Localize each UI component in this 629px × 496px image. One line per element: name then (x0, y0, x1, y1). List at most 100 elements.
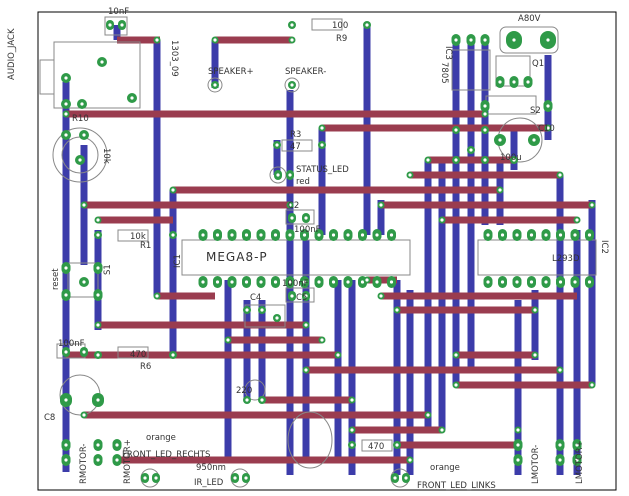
drill-hole (96, 443, 100, 447)
drill-hole (320, 126, 324, 130)
drill-hole (64, 102, 68, 106)
drill-hole (515, 233, 519, 237)
r1-label: R1 (140, 241, 151, 251)
ic3-outline (451, 49, 491, 91)
drill-hole (426, 413, 430, 417)
drill-hole (404, 476, 408, 480)
front-led-links-label: FRONT_LED_LINKS (417, 481, 496, 491)
drill-hole (213, 83, 217, 87)
drill-hole (320, 338, 324, 342)
drill-hole (440, 428, 444, 432)
r4-outline (244, 304, 286, 328)
drill-hole (575, 443, 579, 447)
c100nf-label: 100nF (58, 339, 85, 349)
drill-hole (230, 280, 234, 284)
drill-hole (96, 218, 100, 222)
board-outline (37, 11, 617, 491)
r9-outline (311, 18, 343, 31)
ir-led-wavelength-label: 950nm (196, 463, 226, 473)
drill-hole (498, 80, 502, 84)
drill-hole (244, 280, 249, 284)
drill-hole (154, 476, 158, 480)
drill-hole (82, 203, 86, 207)
drill-hole (171, 188, 175, 192)
drill-hole (64, 112, 68, 116)
drill-hole (350, 443, 354, 447)
speaker-minus-label: SPEAKER- (285, 67, 326, 77)
front-led-rechts-color-label: orange (146, 433, 176, 443)
r6-label: R6 (140, 362, 151, 372)
drill-hole (233, 476, 237, 480)
drill-hole (483, 38, 487, 42)
drill-hole (512, 158, 516, 162)
c4-label: C4 (250, 293, 261, 303)
drill-hole (575, 218, 579, 222)
drill-hole (483, 128, 487, 132)
drill-hole (365, 23, 369, 27)
mega8-label: MEGA8-P (206, 250, 268, 264)
drill-hole (96, 233, 100, 237)
r220-label: 220 (236, 386, 252, 396)
s1-outline (67, 262, 99, 298)
drill-hole (469, 38, 473, 42)
drill-hole (259, 280, 263, 284)
drill-hole (395, 308, 399, 312)
drill-hole (64, 266, 68, 270)
drill-hole (275, 143, 279, 147)
drill-hole (245, 398, 249, 402)
r470-outline (361, 439, 393, 452)
drill-hole (96, 458, 100, 462)
drill-hole (408, 173, 412, 177)
drill-hole (215, 280, 220, 284)
drill-hole (389, 233, 394, 237)
drill-hole (440, 218, 444, 222)
drill-hole (426, 158, 430, 162)
drill-hole (155, 294, 159, 298)
drill-hole (469, 148, 473, 152)
a80v-label: A80V (518, 14, 541, 24)
ic2-label: IC2 (599, 240, 609, 254)
drill-hole (558, 173, 562, 177)
r9-value-label: 100 (332, 21, 348, 31)
drill-hole (486, 280, 490, 284)
r10-value-label: 10k (101, 148, 111, 164)
drill-hole (375, 280, 379, 284)
drill-hole (302, 233, 307, 237)
drill-hole (96, 293, 100, 297)
drill-hole (171, 233, 175, 237)
drill-hole (64, 76, 68, 80)
sensor-outline (287, 411, 333, 469)
status-led-label: STATUS_LED (296, 165, 349, 175)
r1-outline (117, 229, 149, 242)
drill-hole (546, 104, 550, 108)
drill-hole (230, 233, 234, 237)
drill-hole (573, 233, 577, 237)
drill-hole (483, 112, 487, 116)
drill-hole (317, 233, 321, 237)
drill-hole (544, 280, 548, 284)
drill-hole (529, 280, 534, 284)
drill-hole (80, 102, 84, 106)
drill-hole (304, 323, 308, 327)
speaker-plus-pad-ring (207, 77, 223, 93)
drill-hole (64, 443, 68, 447)
drill-hole (96, 398, 100, 402)
drill-hole (100, 60, 104, 64)
drill-hole (346, 233, 350, 237)
lmotor-minus-label: LMOTOR- (531, 445, 541, 484)
drill-hole (304, 294, 308, 298)
c5-label: C5 (296, 293, 307, 303)
reset-label: reset (51, 268, 61, 290)
l293d-label: L293D (552, 254, 580, 264)
drill-hole (108, 23, 112, 27)
drill-hole (546, 126, 550, 130)
drill-hole (336, 353, 340, 357)
ic1-label: IC1 (173, 254, 183, 268)
drill-hole (558, 280, 563, 284)
rmotor-plus-label: RMOTOR+ (123, 439, 133, 484)
pads (60, 20, 596, 483)
r9-label: R9 (336, 34, 347, 44)
drill-hole (544, 233, 548, 237)
drill-hole (259, 233, 263, 237)
